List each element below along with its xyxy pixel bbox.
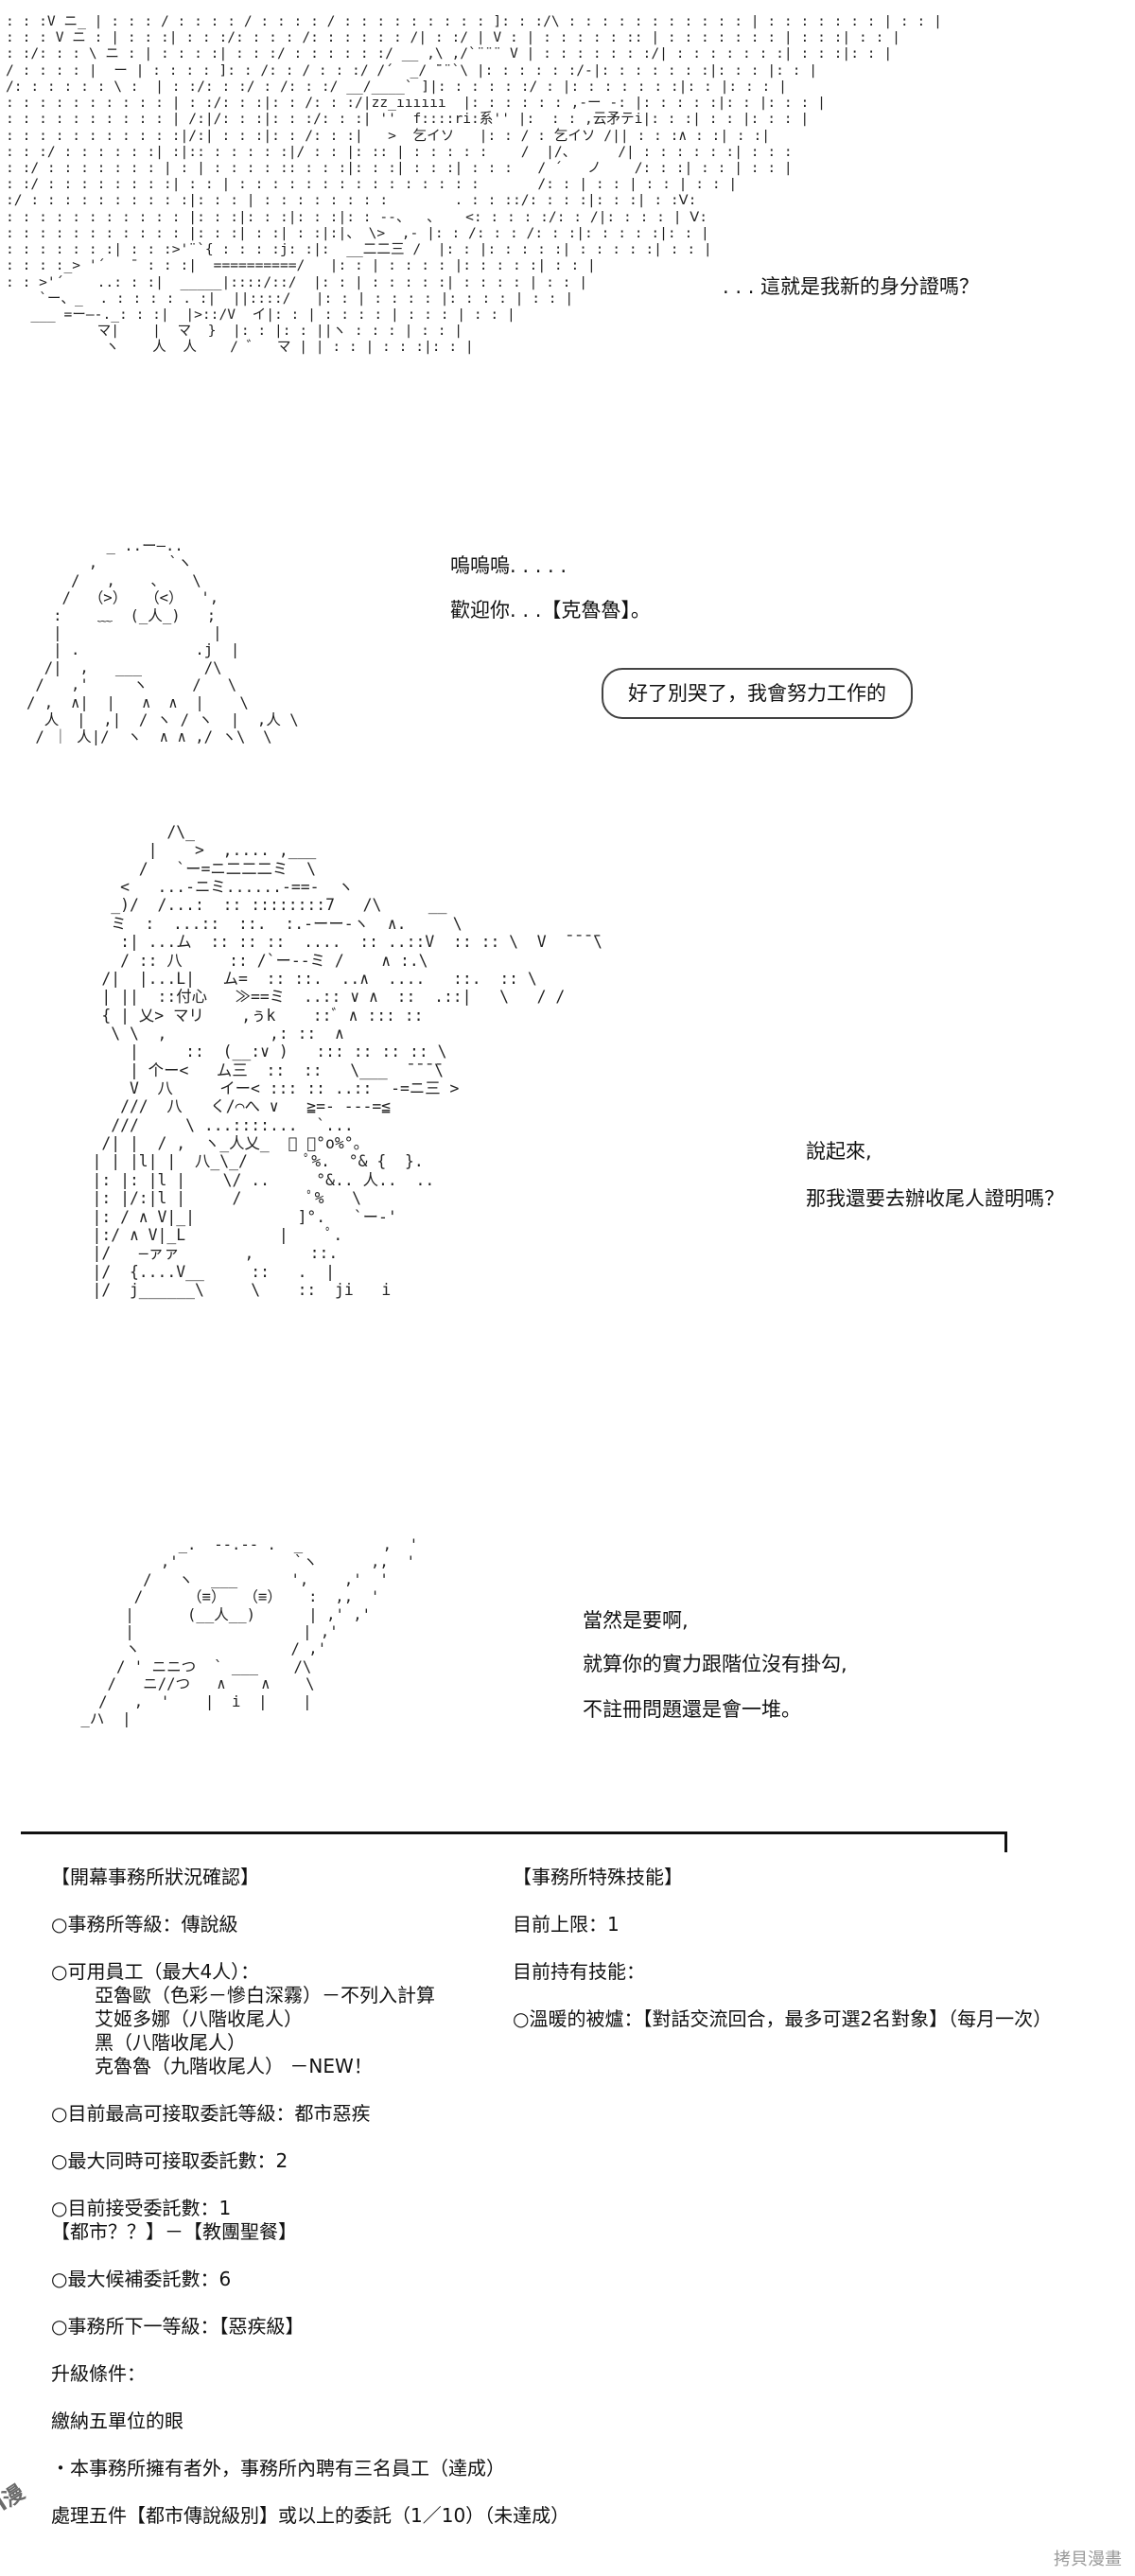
site-watermark-text: 拷貝漫畫 xyxy=(1054,2550,1122,2569)
ascii-art-crying-character: _ ..ー―.. , `ヽ / , 、 \ / （>） （<） ', : ﹏ (… xyxy=(26,537,299,746)
current-request-list: 【都市？？】－【教團聖餐】 xyxy=(51,2220,297,2243)
scene-1: : : :V ニ_ | : : : / : : : : / : : : : / … xyxy=(0,0,1135,511)
staff-header: ○可用員工（最大4人）： xyxy=(51,1960,260,1983)
next-rank: ○事務所下一等級：【惡疾級】 xyxy=(51,2315,305,2338)
scene-3: /\_ | > ,.... ,___ / `ー=ニ二二二ミ \ < ...-ニミ… xyxy=(0,814,1135,1514)
skill-limit: 目前上限：1 xyxy=(513,1913,620,1936)
ascii-art-character-id-card: : : :V ニ_ | : : : / : : : : / : : : : / … xyxy=(6,13,942,356)
status-panel: 【開幕事務所狀況確認】 ○事務所等級：傳說級 ○可用員工（最大4人）： 亞魯歐（… xyxy=(21,1831,1053,2576)
staff-item: 艾姬多娜（八階收尾人） xyxy=(95,2007,303,2030)
office-status-column: 【開幕事務所狀況確認】 ○事務所等級：傳說級 ○可用員工（最大4人）： 亞魯歐（… xyxy=(51,1866,570,2528)
scene-4-line-1: 當然是要啊, xyxy=(583,1609,689,1632)
scene-4-line-2: 就算你的實力跟階位沒有掛勾, xyxy=(583,1653,847,1675)
status-border-tick xyxy=(1004,1831,1007,1852)
max-request-level: ○目前最高可接取委託等級：都市惡疾 xyxy=(51,2102,371,2125)
owned-skills-header: 目前持有技能： xyxy=(513,1960,645,1983)
scene-1-dialogue: . . . 這就是我新的身分證嗎？ xyxy=(723,275,980,298)
upgrade-condition: 繳納五單位的眼 xyxy=(51,2410,183,2432)
scene-4-line-3: 不註冊問題還是會一堆。 xyxy=(583,1698,801,1721)
ascii-art-character-with-mask: /\_ | > ,.... ,___ / `ー=ニ二二二ミ \ < ...-ニミ… xyxy=(92,823,602,1299)
scene-2-line-2: 歡迎你. . .【克魯魯】。 xyxy=(450,599,651,622)
office-rank: ○事務所等級：傳說級 xyxy=(51,1913,238,1936)
status-top-border xyxy=(21,1831,1004,1834)
ascii-art-smiling-character: _. --.-- . _ , ' ,' `ヽ ,, ' / ヽ ___ ', ,… xyxy=(80,1536,419,1727)
current-accepted-count: ○目前接受委託數：1 xyxy=(51,2197,232,2219)
scene-2-line-1: 嗚嗚嗚. . . . . xyxy=(450,554,568,577)
upgrade-header: 升級條件： xyxy=(51,2362,146,2385)
concurrent-requests: ○最大同時可接取委託數：2 xyxy=(51,2149,288,2172)
scene-3-line-1: 說起來, xyxy=(806,1140,872,1163)
staff-item: 克魯魯（九階收尾人） －NEW！ xyxy=(95,2055,373,2077)
staff-item: 亞魯歐（色彩－慘白深霧）－不列入計算 xyxy=(95,1984,435,2006)
staff-item: 黑（八階收尾人） xyxy=(95,2031,246,2054)
upgrade-condition: 處理五件【都市傳說級別】或以上的委託（1／10）（未達成） xyxy=(51,2504,570,2527)
scene-2: _ ..ー―.. , `ヽ / , 、 \ / （>） （<） ', : ﹏ (… xyxy=(0,530,1135,776)
max-candidates: ○最大候補委託數：6 xyxy=(51,2268,232,2290)
scene-4: _. --.-- . _ , ' ,' `ヽ ,, ' / ヽ ___ ', ,… xyxy=(0,1534,1135,1818)
skill-item: ○溫暖的被爐：【對話交流回合，最多可選2名對象】（每月一次） xyxy=(513,2007,1053,2030)
special-skill-column: 【事務所特殊技能】 目前上限：1 目前持有技能： ○溫暖的被爐：【對話交流回合，… xyxy=(513,1866,1053,2031)
upgrade-condition: ・本事務所擁有者外，事務所內聘有三名員工（達成） xyxy=(51,2457,505,2480)
office-status-title: 【開幕事務所狀況確認】 xyxy=(51,1866,259,1888)
speech-bubble: 好了別哭了，我會努力工作的 xyxy=(602,668,913,719)
special-skill-title: 【事務所特殊技能】 xyxy=(513,1866,683,1888)
scene-3-line-2: 那我還要去辦收尾人證明嗎？ xyxy=(806,1187,1064,1210)
